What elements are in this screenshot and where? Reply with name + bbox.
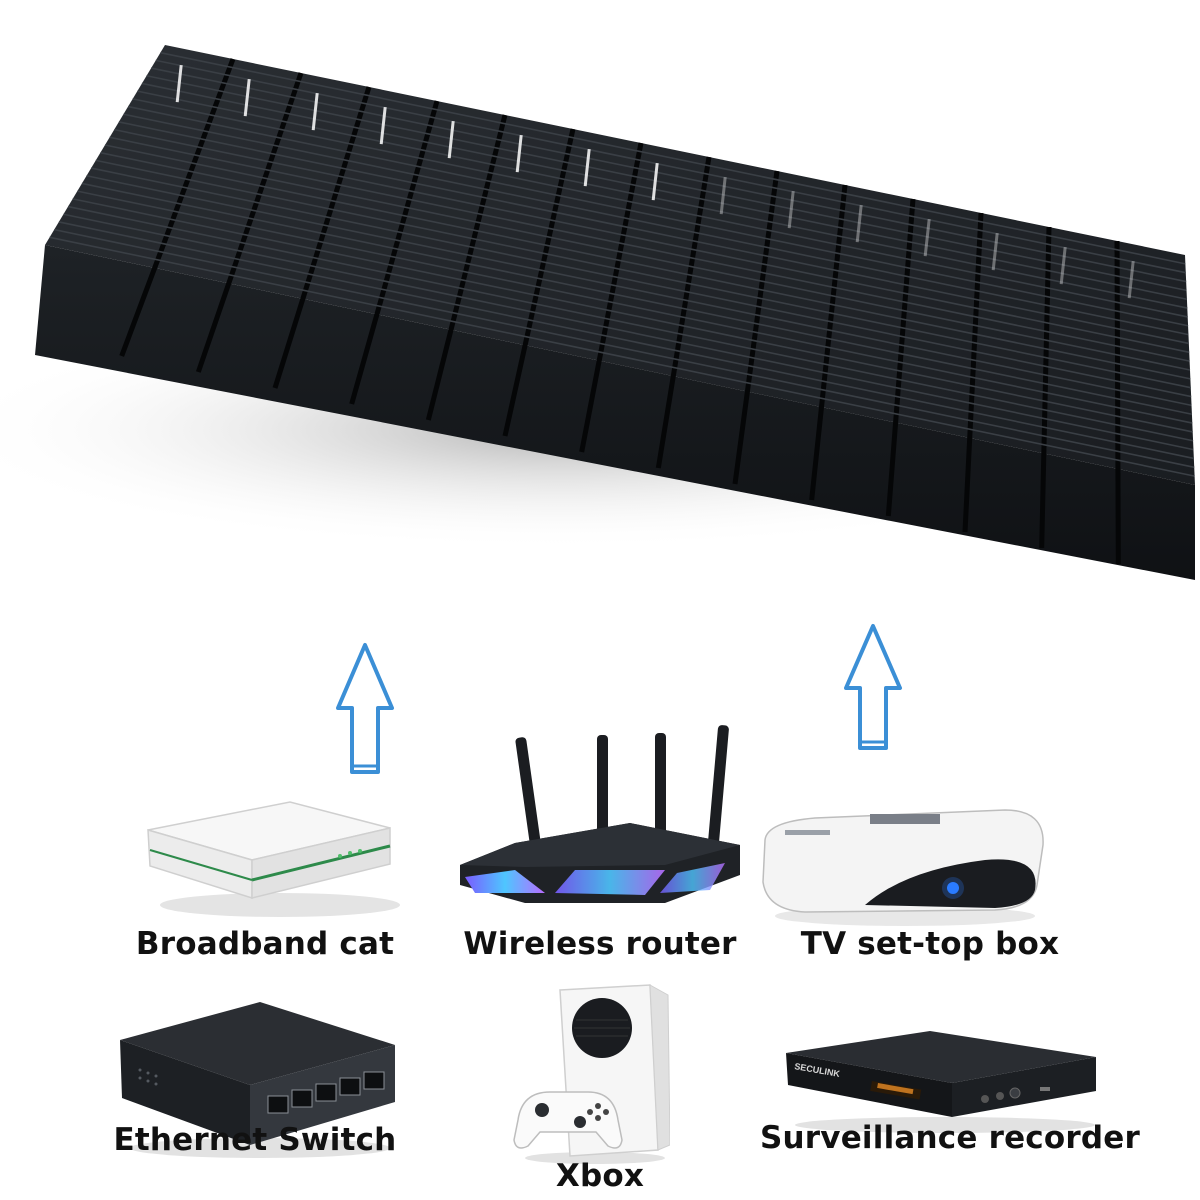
heatsink-highlight bbox=[719, 176, 727, 215]
heatsink-fin-edge bbox=[160, 51, 1186, 265]
heatsink-highlight bbox=[583, 148, 591, 187]
heatsink-fin-edge bbox=[58, 221, 1195, 460]
heatsink-highlight bbox=[787, 190, 795, 229]
heatsink-fin-edge bbox=[104, 144, 1191, 371]
heatsink-fin-edge bbox=[146, 74, 1187, 292]
heatsink-slot bbox=[119, 58, 236, 357]
heatsink-highlight bbox=[1059, 246, 1067, 285]
heatsink-fin-edge bbox=[67, 205, 1194, 442]
heatsink-highlight bbox=[447, 120, 455, 159]
heatsink-highlight bbox=[515, 134, 523, 173]
heatsink-fin-edge bbox=[155, 59, 1186, 274]
heatsink-fin-edge bbox=[150, 67, 1187, 283]
heatsink-graphic bbox=[0, 45, 1195, 580]
heatsink-highlight bbox=[923, 218, 931, 257]
wireless-router-label: Wireless router bbox=[463, 926, 737, 962]
heatsink-highlight bbox=[379, 106, 387, 145]
heatsink-fin-edge bbox=[86, 174, 1192, 407]
heatsink-highlight bbox=[991, 232, 999, 271]
heatsink-slot bbox=[579, 142, 644, 453]
up-arrow-right-icon bbox=[844, 624, 902, 750]
heatsink-fin-edge bbox=[81, 182, 1193, 416]
heatsink-highlight bbox=[1127, 260, 1135, 299]
tv-set-top-box-label: TV set-top box bbox=[800, 926, 1060, 962]
surveillance-recorder-image: SECULINK bbox=[786, 1031, 1096, 1133]
heatsink-slot bbox=[1114, 240, 1121, 565]
tv-set-top-box-image bbox=[762, 809, 1044, 926]
heatsink-slot bbox=[962, 212, 984, 533]
heatsink-front-face bbox=[35, 245, 1195, 580]
heatsink-slot bbox=[885, 198, 916, 517]
heatsink-highlight bbox=[175, 64, 183, 103]
heatsink-slot bbox=[425, 114, 508, 421]
xbox-console-image bbox=[513, 984, 670, 1164]
heatsink-fin-edge bbox=[77, 190, 1193, 424]
heatsink-highlight bbox=[243, 78, 251, 117]
heatsink-fin-edge bbox=[114, 128, 1190, 354]
heatsink-fin-edge bbox=[123, 113, 1189, 336]
heatsink-highlight bbox=[311, 92, 319, 131]
heatsink-fins bbox=[49, 51, 1195, 565]
heatsink-slot bbox=[1039, 226, 1052, 549]
heatsink-fin-edge bbox=[49, 236, 1195, 477]
heatsink-fin-edge bbox=[100, 151, 1191, 380]
broadband-cat-label: Broadband cat bbox=[135, 926, 395, 962]
ethernet-switch-image bbox=[120, 1002, 395, 1158]
heatsink-slot bbox=[809, 184, 848, 501]
heatsink-fin-edge bbox=[95, 159, 1191, 389]
heatsink-slot bbox=[349, 100, 440, 405]
heatsink-slot bbox=[272, 86, 372, 389]
heatsink-fin-edge bbox=[109, 136, 1190, 362]
heatsink-fin-edge bbox=[90, 167, 1192, 398]
heatsink-slot bbox=[732, 170, 780, 485]
heatsink-slot bbox=[655, 156, 712, 469]
wireless-router-image bbox=[460, 725, 740, 903]
up-arrow-left-icon bbox=[336, 643, 394, 774]
heatsink-fin-edge bbox=[118, 121, 1190, 345]
heatsink-fin-edge bbox=[132, 98, 1188, 318]
xbox-label: Xbox bbox=[555, 1158, 645, 1194]
surveillance-recorder-label: Surveillance recorder bbox=[760, 1120, 1140, 1156]
heatsink-slot bbox=[502, 128, 576, 437]
broadband-modem-image bbox=[147, 801, 400, 917]
heatsink-fin-edge bbox=[54, 228, 1195, 469]
heatsink-highlight bbox=[855, 204, 863, 243]
heatsink-slot bbox=[195, 72, 304, 373]
heatsink-highlight bbox=[651, 162, 659, 201]
heatsink-fin-edge bbox=[63, 213, 1194, 451]
heatsink-fin-edge bbox=[141, 82, 1188, 301]
heatsink-fin-edge bbox=[127, 105, 1189, 327]
ethernet-switch-label: Ethernet Switch bbox=[113, 1122, 397, 1158]
heatsink-image bbox=[0, 45, 1195, 580]
heatsink-fin-edge bbox=[72, 198, 1193, 433]
